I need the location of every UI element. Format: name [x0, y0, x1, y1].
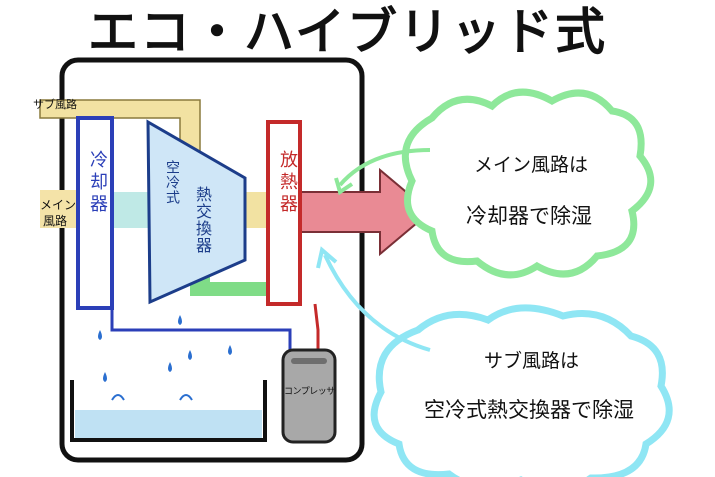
radiator — [266, 120, 302, 306]
main-callout-line2: 冷却器で除湿 — [466, 204, 592, 228]
heat-exchanger-label-line1: 空冷式 — [164, 160, 180, 205]
water-droplet — [103, 372, 107, 382]
sub-return-path — [190, 262, 275, 296]
water-droplet — [168, 362, 172, 372]
main-airway-label-line2: 風路 — [43, 214, 68, 228]
sub-airway-callout-cloud — [370, 304, 673, 477]
main-airway-callout-cloud — [401, 88, 655, 279]
compressor-cap — [291, 358, 327, 364]
water-droplet — [98, 330, 102, 340]
water-droplet — [228, 345, 232, 355]
heat-exchanger — [146, 119, 247, 305]
water-droplet — [178, 315, 182, 325]
water-tank — [70, 380, 267, 442]
main-airway-label-line1: メイン — [40, 198, 77, 212]
main-callout-pointer-head — [334, 177, 354, 196]
main-callout-line1: メイン風路は — [474, 154, 589, 176]
hot-airflow-arrow — [299, 167, 432, 257]
sub-callout-line2: 空冷式熱交換器で除湿 — [424, 398, 634, 422]
diagram-title: エコ・ハイブリッド式 — [88, 3, 607, 61]
main-callout-pointer — [338, 148, 431, 187]
cooler-label: 冷却器 — [87, 150, 108, 216]
sub-callout-line1: サブ風路は — [484, 350, 580, 372]
water-splash — [111, 394, 125, 401]
refrigerant-line-cold — [110, 310, 292, 350]
tank-water — [75, 410, 262, 438]
cooler — [76, 116, 114, 310]
sub-callout-pointer-head — [316, 246, 338, 269]
sub-airway-label: サブ風路 — [33, 98, 77, 111]
compressor-label: コンプレッサー — [284, 387, 336, 397]
refrigerant-line-hot — [313, 303, 320, 350]
water-droplet — [188, 350, 192, 360]
cooled-air-band — [110, 192, 154, 228]
compressor — [281, 348, 337, 444]
sub-callout-pointer — [323, 254, 431, 352]
water-splash — [179, 394, 193, 401]
heat-exchanger-label-line2: 熱交換器 — [193, 186, 212, 254]
radiator-label: 放熱器 — [277, 150, 298, 216]
